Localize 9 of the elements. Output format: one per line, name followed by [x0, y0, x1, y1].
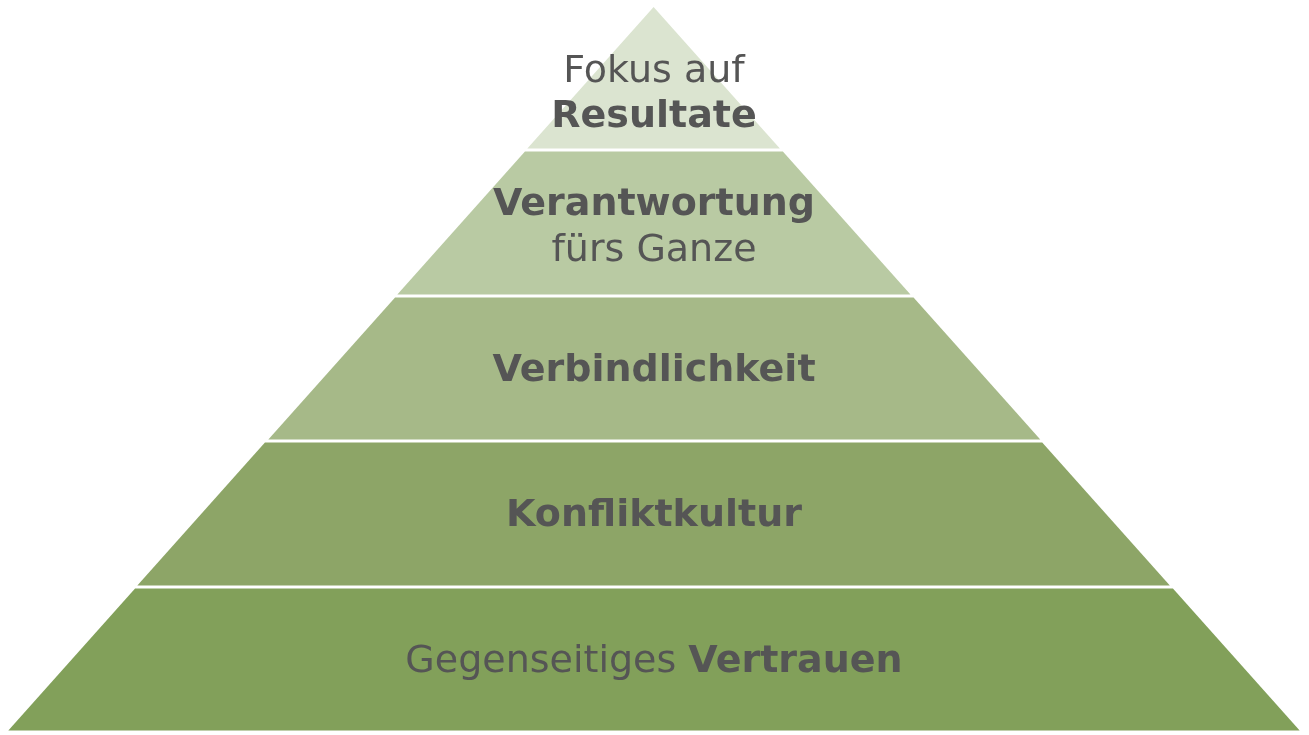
pyramid-tier: [7, 587, 1301, 732]
tier-label: Verantwortung fürs Ganze: [491, 180, 817, 272]
tier-label: Verbindlichkeit: [491, 345, 817, 392]
pyramid-tier: [396, 150, 912, 296]
tier-label: Konfliktkultur: [505, 491, 803, 537]
pyramid-tier: [266, 296, 1042, 441]
pyramid-tier: [136, 441, 1172, 587]
tier-label: Gegenseitiges Vertrauen: [404, 636, 904, 683]
tier-label: Fokus auf Resultate: [550, 47, 758, 139]
